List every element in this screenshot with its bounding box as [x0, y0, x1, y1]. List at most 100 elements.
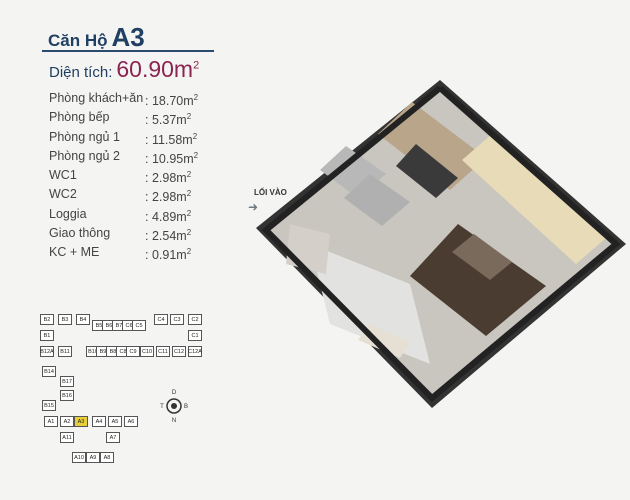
compass-letter-t: T [160, 404, 164, 410]
title-prefix: Căn Hộ [48, 31, 108, 50]
keyplan-unit: C4 [154, 314, 168, 325]
room-row: Phòng ngủ 1 : 11.58m2 [49, 129, 207, 148]
room-name: WC1 [49, 168, 77, 182]
bedroom-area [410, 224, 546, 336]
arrow-right-icon: ➜ [248, 200, 259, 214]
keyplan-unit: B11 [58, 346, 72, 357]
keyplan-unit: A9 [86, 452, 100, 463]
room-area-sup: 2 [186, 170, 192, 179]
room-area: : 2.54m2 [145, 225, 207, 244]
keyplan-unit: B1 [40, 330, 54, 341]
room-area-value: : 18.70m [145, 94, 194, 109]
keyplan-unit: B2 [40, 314, 54, 325]
room-row: WC1 : 2.98m2 [49, 167, 207, 186]
keyplan-unit: B12A [40, 346, 54, 357]
keyplan-unit: C1 [188, 330, 202, 341]
keyplan-unit: B16 [60, 390, 74, 401]
keyplan-unit: C12 [172, 346, 186, 357]
living-area [310, 244, 430, 364]
keyplan-unit: A6 [124, 416, 138, 427]
area-value: 60.90m2 [116, 56, 199, 82]
room-area: : 2.98m2 [145, 186, 207, 205]
keyplan-unit: B17 [60, 376, 74, 387]
room-area: : 5.37m2 [145, 109, 207, 128]
room-area-sup: 2 [193, 93, 199, 102]
room-name: Phòng ngủ 1 [49, 129, 120, 144]
keyplan-unit: C11 [156, 346, 170, 357]
keyplan-unit: C2 [188, 314, 202, 325]
apartment-code: A3 [111, 22, 145, 52]
room-row: Phòng ngủ 2 : 10.95m2 [49, 148, 207, 167]
keyplan-unit: A11 [60, 432, 74, 443]
title-divider [42, 50, 214, 52]
room-area-value: : 11.58m [145, 132, 193, 147]
room-area: : 2.98m2 [145, 167, 207, 186]
room-area: : 4.89m2 [145, 206, 207, 225]
keyplan-unit: B15 [42, 400, 56, 411]
room-area-value: : 2.54m [145, 228, 187, 243]
room-area-sup: 2 [186, 208, 192, 218]
bed [452, 234, 512, 280]
room-name: KC + ME [49, 245, 100, 259]
room-row: Loggia : 4.89m2 [49, 206, 207, 225]
room-area: : 11.58m2 [145, 129, 207, 148]
keyplan-unit: A7 [106, 432, 120, 443]
keyplan-unit: B14 [42, 366, 56, 377]
floor-plan-illustration [256, 80, 626, 408]
room-name: WC2 [49, 187, 77, 202]
compass-icon: D B T N [160, 390, 188, 424]
keyplan-unit: A10 [72, 452, 86, 463]
keyplan-unit: A4 [92, 416, 106, 427]
keyplan-unit: A8 [100, 452, 114, 463]
compass-letter-n: N [172, 418, 176, 424]
room-name: Phòng ngủ 2 [49, 148, 120, 163]
room-name: Phòng bếp [49, 110, 110, 125]
compass-letter-d: D [172, 390, 177, 396]
keyplan-unit: A2 [60, 416, 74, 427]
keyplan-unit: B4 [76, 314, 90, 325]
room-name: Loggia [49, 206, 87, 221]
area-line: Diện tích:60.90m2 [49, 56, 199, 83]
room-area-value: : 4.89m [145, 209, 187, 224]
compass-letter-b: B [184, 404, 188, 410]
kitchen-area [378, 102, 486, 190]
room-row: Phòng khách+ăn: 18.70m2 [49, 90, 207, 109]
keyplan-unit: C9 [126, 346, 140, 357]
entry-label: LỐI VÀO [254, 188, 287, 197]
room-area-value: : 2.98m [145, 190, 187, 205]
keyplan-unit: C10 [140, 346, 154, 357]
loggia-area [462, 134, 606, 264]
room-area: : 0.91m2 [145, 244, 207, 263]
room-area-value: : 2.98m [145, 171, 187, 186]
keyplan-unit: A5 [108, 416, 122, 427]
room-row: Phòng bếp : 5.37m2 [49, 109, 207, 128]
area-value-number: 60.90m [116, 56, 194, 82]
room-area-value: : 10.95m [145, 151, 194, 166]
room-area-sup: 2 [186, 227, 192, 237]
room-area-value: : 5.37m [145, 113, 187, 128]
keyplan-unit: A3 [74, 416, 88, 427]
room-area: : 18.70m2 [145, 90, 207, 109]
area-unit-sup: 2 [193, 59, 200, 72]
room-area-sup: 2 [186, 189, 192, 199]
wc2-area [344, 174, 410, 226]
room-area-sup: 2 [186, 112, 192, 122]
keyplan-unit: C3 [170, 314, 184, 325]
room-name: Phòng khách+ăn [49, 91, 144, 105]
room-area-value: : 0.91m [145, 248, 187, 263]
plan-walls [261, 85, 621, 403]
keyplan-unit: C5 [132, 320, 146, 331]
room-area-sup: 2 [193, 150, 199, 160]
room-row: WC2 : 2.98m2 [49, 186, 207, 205]
keyplan-unit: A1 [44, 416, 58, 427]
area-label: Diện tích: [49, 64, 113, 81]
room-row: Giao thông : 2.54m2 [49, 225, 207, 244]
room-area-sup: 2 [186, 247, 192, 256]
keyplan-unit: C12A [188, 346, 202, 357]
room-area-sup: 2 [192, 131, 198, 141]
room-name: Giao thông [49, 225, 111, 240]
